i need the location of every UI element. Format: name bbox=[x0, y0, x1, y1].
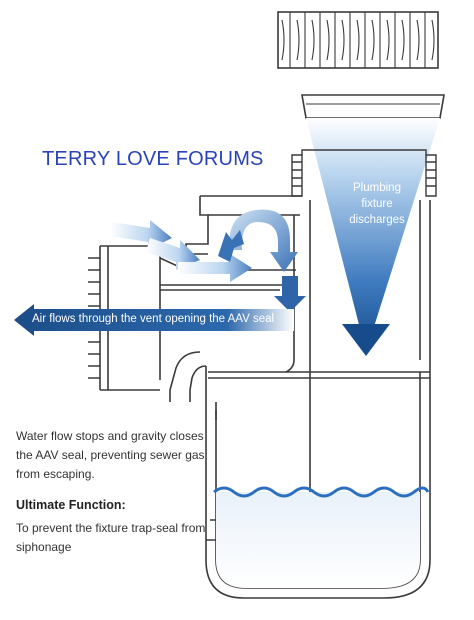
trap-water bbox=[213, 486, 430, 588]
vent-arrow-icon bbox=[14, 304, 34, 336]
water-stop-description: Water flow stops and gravity closes the … bbox=[16, 429, 205, 481]
discharge-arrow-icon bbox=[342, 324, 390, 356]
watermark-text: TERRY LOVE FORUMS bbox=[42, 148, 264, 170]
air-flow-arrow-icon bbox=[178, 254, 252, 282]
vent-airflow-label: Air flows through the vent opening the A… bbox=[32, 313, 275, 325]
air-flow-arrow-icon bbox=[229, 209, 298, 272]
air-flow-arrows bbox=[110, 209, 306, 312]
air-flow-arrow-icon bbox=[218, 230, 244, 262]
fixture-discharge-label: Plumbing fixture discharges bbox=[349, 182, 405, 226]
water-wave-icon bbox=[213, 486, 430, 498]
ultimate-function-heading: Ultimate Function: bbox=[16, 498, 126, 512]
vent-arrow bbox=[14, 304, 294, 336]
ultimate-function-text: To prevent the fixture trap-seal from si… bbox=[16, 521, 206, 554]
discharge-cone bbox=[306, 118, 440, 352]
air-flow-arrow-icon bbox=[274, 276, 306, 312]
fixture-funnel bbox=[301, 94, 445, 356]
fixture-cap bbox=[277, 11, 439, 69]
